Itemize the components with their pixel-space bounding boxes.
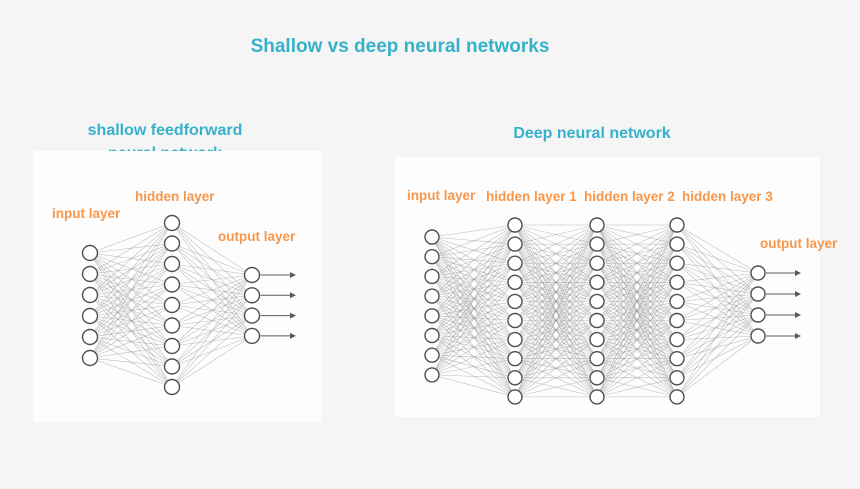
shallow-network-diagram [81,214,296,396]
shallow-network-panel [33,151,322,422]
deep-network-panel [395,157,820,417]
deep-network-diagram [424,217,801,405]
shallow-hidden-layer-label: hidden layer [135,189,215,204]
shallow-output-layer-label: output layer [218,229,296,244]
deep-hidden-layer-1-label: hidden layer 1 [486,189,577,204]
deep-network-heading: Deep neural network [395,122,789,145]
deep-heading-line1: Deep neural network [513,125,671,142]
deep-hidden-layer-3-label: hidden layer 3 [682,189,773,204]
shallow-heading-line1: shallow feedforward [87,122,243,139]
deep-output-layer-label: output layer [760,236,838,251]
deep-input-layer-label: input layer [407,188,476,203]
page-title: Shallow vs deep neural networks [250,36,550,57]
shallow-input-layer-label: input layer [52,206,121,221]
deep-hidden-layer-2-label: hidden layer 2 [584,189,675,204]
